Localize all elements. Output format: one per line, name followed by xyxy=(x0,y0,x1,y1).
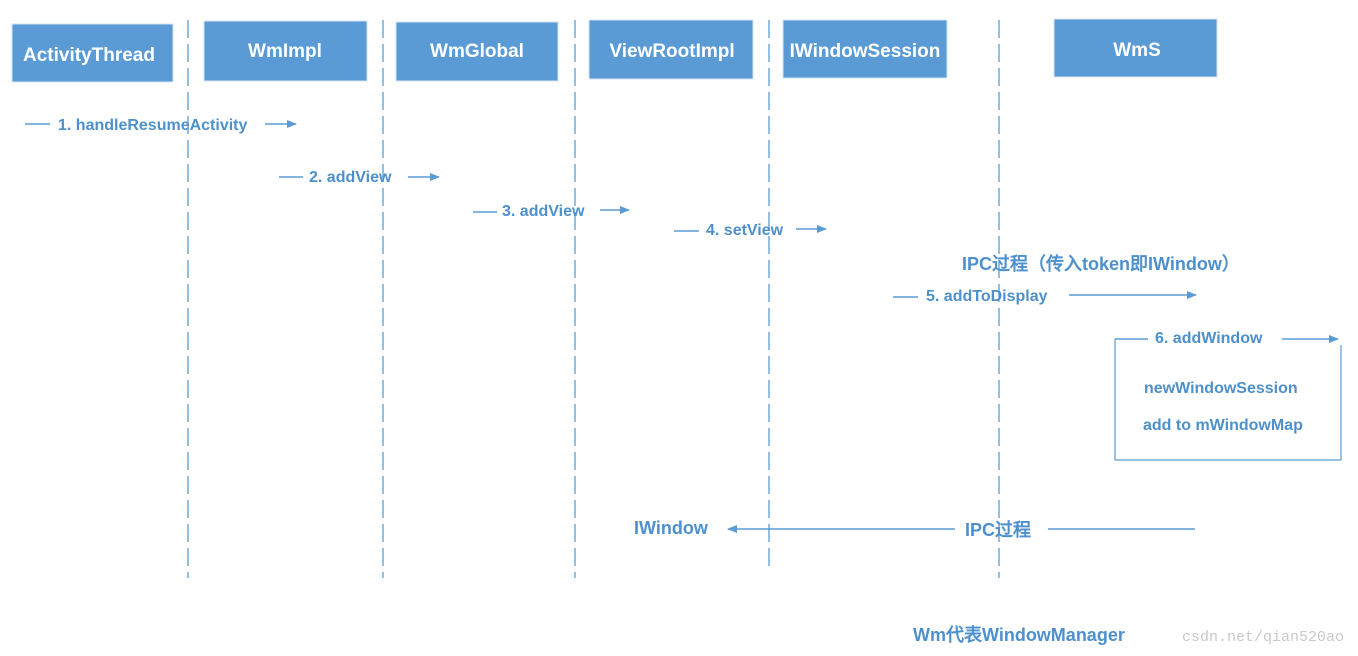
wms-activation-box: newWindowSession add to mWindowMap xyxy=(1114,339,1342,461)
participant-wmimpl: WmImpl xyxy=(203,20,368,82)
message-label: 1. handleResumeActivity xyxy=(58,117,248,134)
message-3: 3. addView xyxy=(473,203,630,220)
participant-wms: WmS xyxy=(1053,18,1218,78)
return-message: IWindow IPC过程 xyxy=(634,518,1195,540)
message-6: 6. addWindow xyxy=(1115,330,1339,347)
footnote: Wm代表WindowManager xyxy=(913,624,1125,645)
participant-box xyxy=(588,19,754,80)
message-2: 2. addView xyxy=(279,169,440,186)
message-5: 5. addToDisplay xyxy=(893,288,1197,305)
message-label: 6. addWindow xyxy=(1155,330,1263,347)
participant-activitythread: ActivityThread xyxy=(11,23,174,83)
participant-box xyxy=(11,23,174,83)
message-label: 2. addView xyxy=(309,169,392,186)
lifelines xyxy=(187,20,1000,578)
message-label: 4. setView xyxy=(706,222,784,239)
return-target-label: IWindow xyxy=(634,518,709,538)
participant-label: WmS xyxy=(1113,40,1161,61)
participant-iwindowsession: IWindowSession xyxy=(782,19,948,79)
ipc-note: IPC过程（传入token即IWindow） xyxy=(962,253,1240,274)
participant-label: WmGlobal xyxy=(430,41,524,62)
participant-box xyxy=(395,21,559,82)
return-label: IPC过程 xyxy=(965,519,1031,540)
message-1: 1. handleResumeActivity xyxy=(25,117,297,134)
participant-label: IWindowSession xyxy=(790,41,941,62)
participant-label: ViewRootImpl xyxy=(609,41,734,62)
wms-box-line-1: newWindowSession xyxy=(1144,380,1298,397)
participant-viewrootimpl: ViewRootImpl xyxy=(588,19,754,80)
wms-box-line-2: add to mWindowMap xyxy=(1143,417,1303,434)
participant-label: ActivityThread xyxy=(23,45,155,66)
participant-box xyxy=(782,19,948,79)
message-label: 5. addToDisplay xyxy=(926,288,1048,305)
participant-box xyxy=(1053,18,1218,78)
participant-label: WmImpl xyxy=(248,41,322,62)
message-4: 4. setView xyxy=(674,222,827,239)
participant-box xyxy=(203,20,368,82)
watermark: csdn.net/qian520ao xyxy=(1182,629,1344,646)
message-label: 3. addView xyxy=(502,203,585,220)
participant-wmglobal: WmGlobal xyxy=(395,21,559,82)
